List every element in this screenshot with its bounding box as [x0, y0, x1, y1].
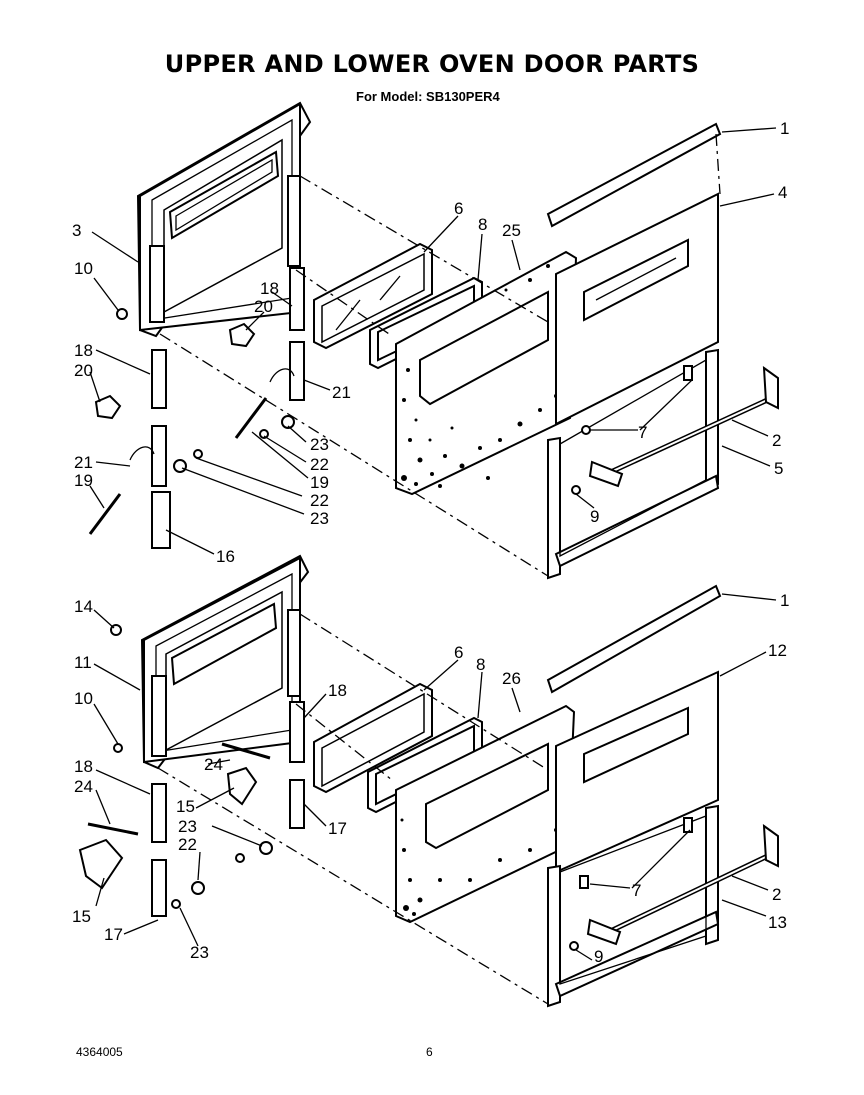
upper-callouts: 1 4 6 8 25 3 10 18 20 18 20 21 21 19 23 … — [72, 119, 789, 566]
model-subtitle: For Model: SB130PER4 — [356, 89, 500, 104]
callout-label: 11 — [74, 653, 92, 672]
callout-label: 15 — [176, 797, 195, 816]
callout-label: 15 — [72, 907, 91, 926]
callout-label: 18 — [74, 341, 93, 360]
callout-label: 16 — [216, 547, 235, 566]
callout-label: 1 — [780, 119, 789, 138]
lower-leader-lines — [93, 593, 777, 961]
upper-glass-frame-6 — [313, 242, 433, 350]
callout-label: 23 — [310, 509, 329, 528]
upper-leader-lines — [89, 127, 777, 555]
callout-label: 14 — [74, 597, 93, 616]
callout-label: 20 — [74, 361, 93, 380]
callout-label: 6 — [454, 643, 463, 662]
callout-label: 22 — [310, 455, 329, 474]
callout-label: 9 — [594, 947, 603, 966]
callout-label: 6 — [454, 199, 463, 218]
callout-label: 18 — [74, 757, 93, 776]
upper-assembly: 1 4 6 8 25 3 10 18 20 18 20 21 21 19 23 … — [72, 101, 789, 580]
callout-label: 23 — [190, 943, 209, 962]
lower-insulation-26 — [395, 704, 576, 924]
callout-label: 2 — [772, 885, 781, 904]
callout-label: 25 — [502, 221, 521, 240]
callout-label: 17 — [328, 819, 347, 838]
callout-label: 7 — [632, 881, 641, 900]
upper-inner-door-frame — [136, 101, 312, 338]
upper-outer-panel-4 — [546, 122, 722, 426]
callout-label: 7 — [638, 423, 647, 442]
callout-label: 19 — [310, 473, 329, 492]
callout-label: 5 — [774, 459, 783, 478]
callout-label: 26 — [502, 669, 521, 688]
callout-label: 8 — [478, 215, 487, 234]
lower-callouts: 1 12 6 8 26 14 11 18 10 18 24 24 15 23 2… — [72, 591, 789, 966]
callout-label: 3 — [72, 221, 81, 240]
callout-label: 13 — [768, 913, 787, 932]
callout-label: 21 — [74, 453, 93, 472]
callout-label: 4 — [778, 183, 787, 202]
callout-label: 21 — [332, 383, 351, 402]
lower-assembly: 1 12 6 8 26 14 11 18 10 18 24 24 15 23 2… — [72, 554, 789, 1008]
callout-label: 22 — [310, 491, 329, 510]
callout-label: 18 — [260, 279, 279, 298]
lower-inner-door-frame — [140, 554, 310, 770]
callout-label: 8 — [476, 655, 485, 674]
upper-handle-2 — [588, 365, 779, 488]
callout-label: 24 — [204, 755, 223, 774]
lower-glass-frame-6 — [313, 682, 433, 794]
callout-label: 23 — [178, 817, 197, 836]
document-number: 4364005 — [76, 1045, 123, 1059]
lower-outer-panel-12 — [546, 584, 722, 874]
callout-label: 19 — [74, 471, 93, 490]
callout-label: 2 — [772, 431, 781, 450]
callout-label: 10 — [74, 259, 93, 278]
page-title: UPPER AND LOWER OVEN DOOR PARTS — [164, 50, 700, 78]
lower-handle-2 — [586, 823, 779, 946]
upper-alignment-lines — [159, 133, 721, 577]
callout-label: 20 — [254, 297, 273, 316]
callout-label: 12 — [768, 641, 787, 660]
upper-door-frame-5 — [547, 348, 720, 580]
upper-hinge-parts — [88, 267, 693, 549]
callout-label: 10 — [74, 689, 93, 708]
lower-door-frame-13 — [547, 804, 720, 1008]
callout-label: 23 — [310, 435, 329, 454]
page-number: 6 — [426, 1045, 433, 1059]
lower-alignment-lines — [157, 613, 549, 1005]
callout-label: 1 — [780, 591, 789, 610]
callout-label: 17 — [104, 925, 123, 944]
callout-label: 22 — [178, 835, 197, 854]
callout-label: 9 — [590, 507, 599, 526]
lower-hinge-parts — [78, 624, 693, 951]
callout-label: 24 — [74, 777, 93, 796]
callout-label: 18 — [328, 681, 347, 700]
